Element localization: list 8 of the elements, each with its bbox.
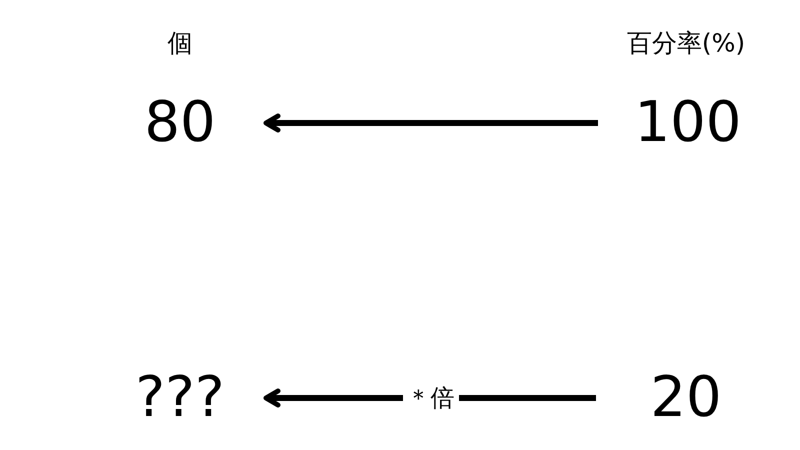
column-heading: 百分率(%) [626,30,746,56]
arrow [264,114,598,132]
number-text: ??? [135,370,225,426]
number-text: 20 [650,370,722,426]
number-text: 80 [144,95,216,151]
edge-label: ＊倍 [402,384,458,412]
column-heading: 個 [168,30,192,56]
number-text: 100 [634,95,742,151]
